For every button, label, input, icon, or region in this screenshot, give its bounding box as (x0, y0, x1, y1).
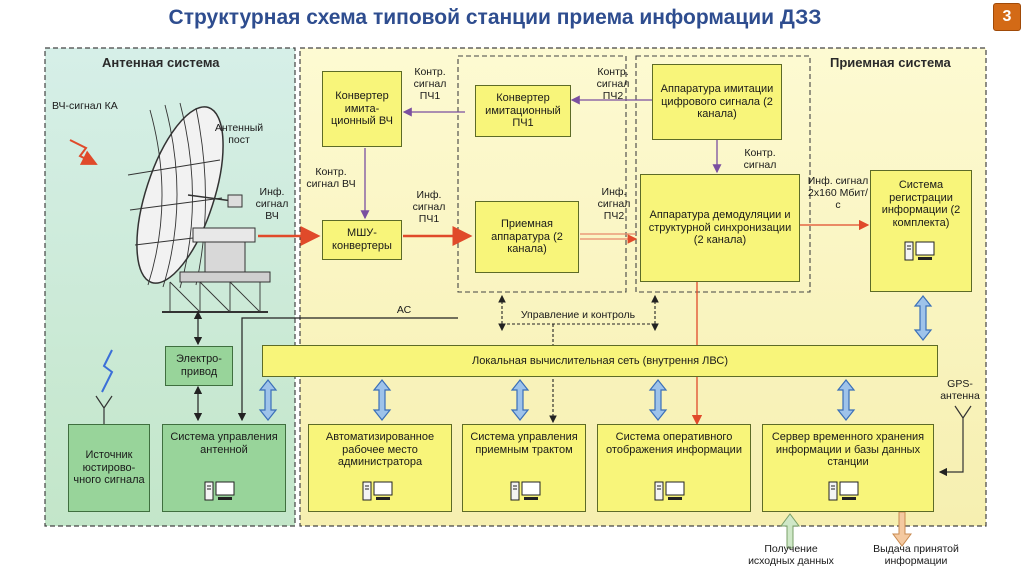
computer-icon (828, 481, 859, 501)
inf-signal-if1-label: Инф. сигнал ПЧ1 (412, 189, 446, 226)
page-number-badge: 3 (993, 3, 1021, 31)
source-data-arrow (780, 513, 800, 549)
digital-imitation-block: Аппаратура имитации цифрового сигнала (2… (652, 64, 782, 140)
computer-icon (654, 481, 685, 501)
lna-converters-block: МШУ-конвертеры (322, 220, 402, 260)
calibration-signal-zigzag (101, 349, 114, 393)
ctrl-signal-label: Контр. сигнал (743, 147, 777, 172)
if1-group (457, 55, 627, 293)
page-title: Структурная схема типовой станции приема… (168, 6, 822, 29)
electric-drive-block: Электро-привод (165, 346, 233, 386)
output-data-arrow (892, 511, 912, 547)
output-data-label: Выдача принятой информации (873, 543, 959, 568)
ac-label: АС (396, 304, 412, 316)
receiving-system-title: Приемная система (830, 55, 951, 70)
receiving-equipment-block: Приемная аппаратура (2 канала) (475, 201, 579, 273)
computer-icon (904, 241, 935, 261)
inf-signal-if2-label: Инф. сигнал ПЧ2 (597, 186, 631, 223)
converter-if1-block: Конвертер имитационный ПЧ1 (475, 85, 571, 137)
antenna-dish-illustration (127, 102, 271, 313)
computer-icon (362, 481, 393, 501)
rf-signal-sc-label: ВЧ-сигнал КА (52, 100, 118, 112)
converter-rf-block: Конвертер имита-ционный ВЧ (322, 71, 402, 147)
demodulation-block: Аппаратура демодуляции и структурной син… (640, 174, 800, 282)
inf-signal-rf-label: Инф. сигнал ВЧ (255, 186, 289, 223)
rf-signal-zigzag (69, 139, 98, 165)
ctrl-signal-rf-label: Контр. сигнал ВЧ (306, 166, 356, 191)
inf-signal-rate-label: Инф. сигнал 2х160 Мбит/с (807, 175, 869, 212)
antenna-system-title: Антенная система (102, 55, 220, 70)
control-and-monitoring-label: Управление и контроль (520, 309, 636, 321)
lan-bus: Локальная вычислительная сеть (внутрення… (262, 345, 938, 377)
if2-group (635, 55, 811, 293)
source-data-label: Получение исходных данных (748, 543, 834, 568)
gps-antenna-label: GPS-антенна (940, 378, 980, 403)
registration-block: Система регистрации информации (2 компле… (870, 170, 972, 292)
computer-icon (510, 481, 541, 501)
ctrl-signal-if1-label: Контр. сигнал ПЧ1 (413, 66, 447, 103)
calibration-source-block: Источник юстирово-чного сигнала (68, 424, 150, 512)
ctrl-signal-if2-label: Контр. сигнал ПЧ2 (596, 66, 630, 103)
computer-icon (204, 481, 235, 501)
antenna-post-label: Антенный пост (214, 122, 264, 147)
